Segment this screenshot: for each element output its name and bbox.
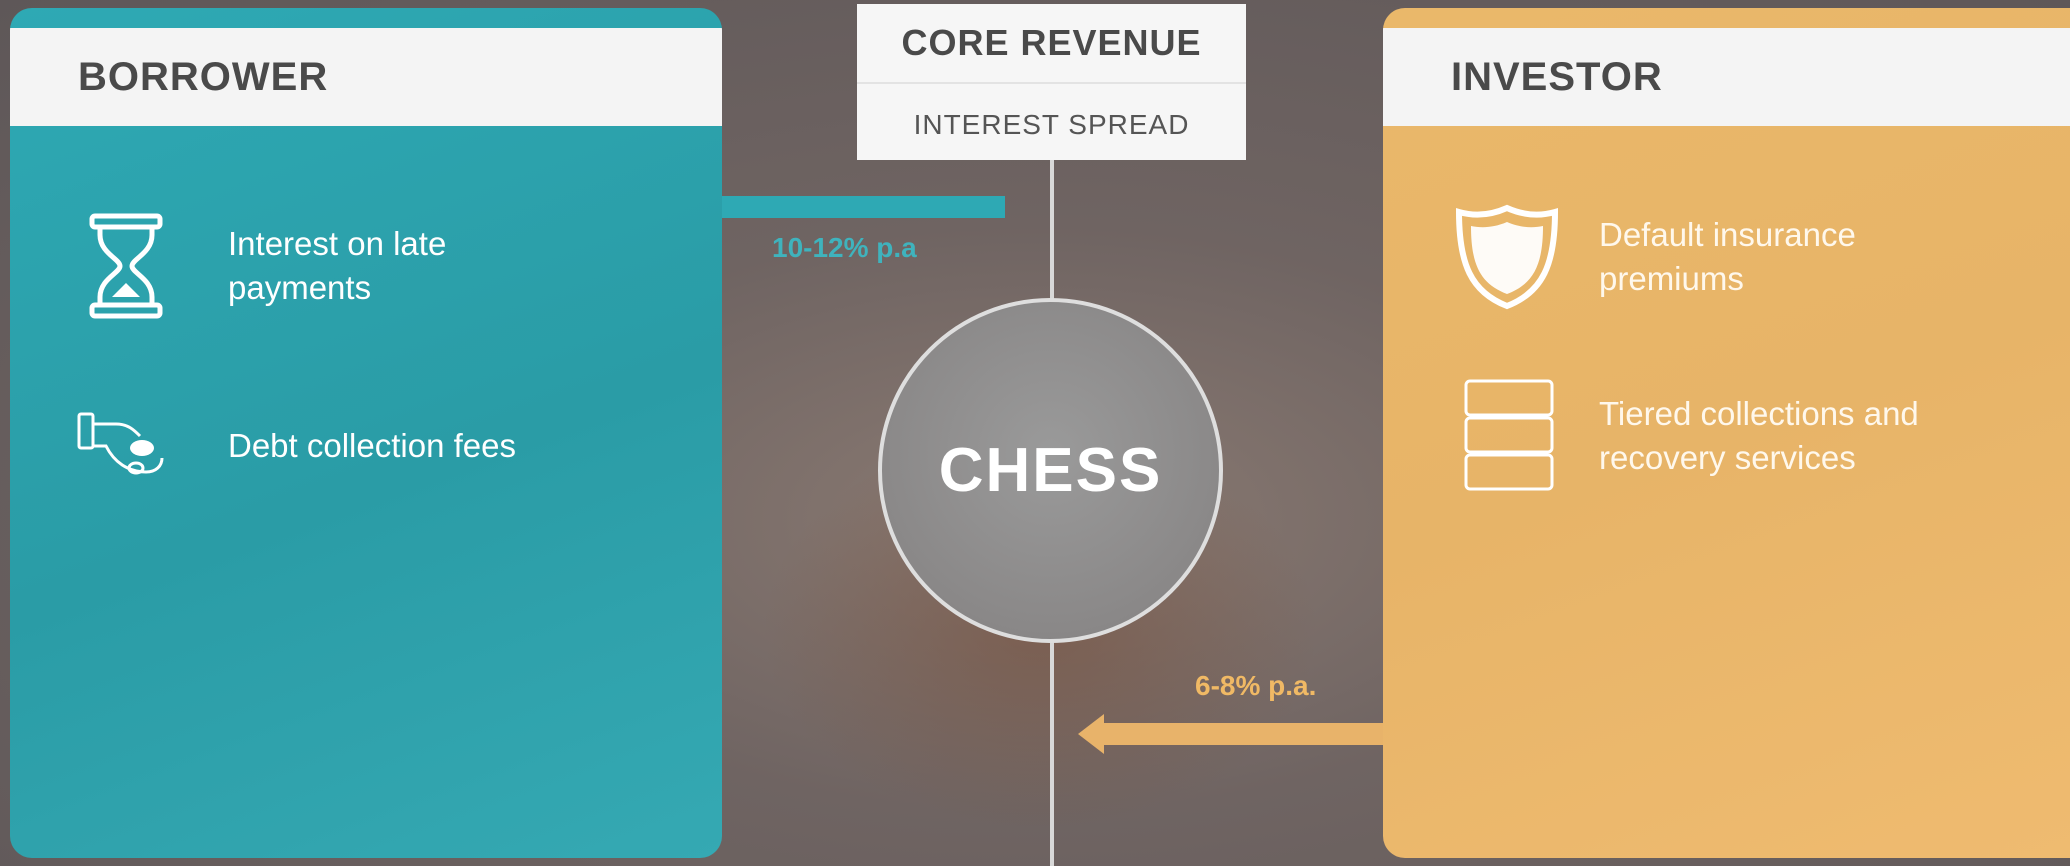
chess-hub: CHESS <box>878 298 1223 643</box>
investor-title: INVESTOR <box>1451 54 1663 99</box>
chess-hub-label: CHESS <box>938 436 1163 505</box>
investor-panel: INVESTOR Default insurance premiums Tier… <box>1383 8 2070 858</box>
arrow-left-icon <box>1078 714 1104 754</box>
investor-item-insurance-line2: premiums <box>1599 260 1744 297</box>
core-revenue-title: CORE REVENUE <box>901 22 1202 63</box>
core-revenue-divider <box>857 82 1246 84</box>
tiers-icon <box>1463 378 1555 494</box>
core-revenue-box: CORE REVENUE INTEREST SPREAD <box>857 4 1246 160</box>
borrower-header: BORROWER <box>10 28 722 126</box>
investor-header: INVESTOR <box>1383 28 2070 126</box>
investor-flow-arrow <box>1098 723 1383 745</box>
investor-item-insurance: Default insurance premiums <box>1455 204 1856 310</box>
investor-item-tiered-collections-line1: Tiered collections and <box>1599 395 1919 432</box>
investor-rate-label: 6-8% p.a. <box>1195 670 1317 701</box>
investor-item-insurance-line1: Default insurance <box>1599 216 1856 253</box>
shield-icon <box>1455 204 1559 310</box>
borrower-rate-label: 10-12% p.a <box>772 232 917 263</box>
borrower-title: BORROWER <box>78 54 329 99</box>
borrower-panel: BORROWER Interest on late payments <box>10 8 722 858</box>
hourglass-icon <box>88 213 170 319</box>
connector-line-bottom <box>1050 641 1054 866</box>
investor-item-tiered-collections: Tiered collections and recovery services <box>1463 378 1919 494</box>
investor-item-tiered-collections-line2: recovery services <box>1599 439 1856 476</box>
connector-line-top <box>1050 160 1054 300</box>
borrower-item-debt-collection: Debt collection fees <box>76 410 516 482</box>
core-revenue-subtitle: INTEREST SPREAD <box>913 109 1190 140</box>
borrower-item-late-interest-line1: Interest on late <box>228 225 447 262</box>
debt-collection-icon <box>76 410 170 482</box>
borrower-item-late-interest-line2: payments <box>228 269 372 306</box>
borrower-item-debt-collection-text: Debt collection fees <box>228 427 516 464</box>
borrower-flow-bar <box>722 196 1005 218</box>
borrower-item-late-interest: Interest on late payments <box>88 213 446 319</box>
